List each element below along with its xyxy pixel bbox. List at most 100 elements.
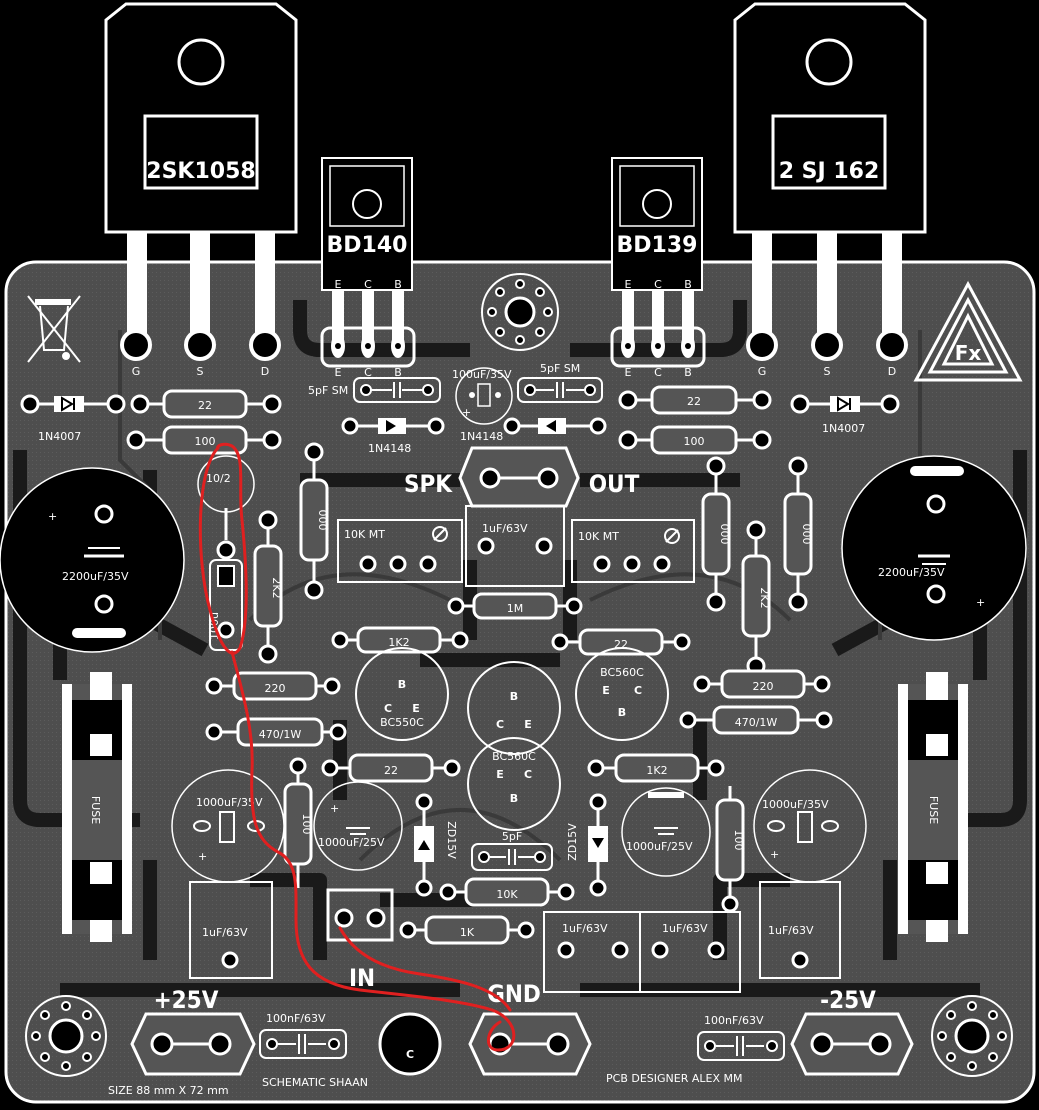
svg-text:100nF/63V: 100nF/63V bbox=[704, 1014, 764, 1027]
capacitor-1000uf-35v-right: 1000uF/35V + bbox=[753, 769, 867, 883]
resistor-220-left: 220 bbox=[205, 671, 341, 701]
svg-text:E: E bbox=[602, 684, 610, 697]
resistor-000-right-b: 000 bbox=[783, 456, 813, 612]
svg-text:10K: 10K bbox=[496, 888, 518, 901]
svg-text:C: C bbox=[406, 1048, 414, 1061]
svg-text:5pF SM: 5pF SM bbox=[540, 362, 580, 375]
resistor-100-left-vertical: 100 bbox=[283, 757, 313, 888]
in-label: IN bbox=[349, 964, 375, 992]
svg-text:100nF/63V: 100nF/63V bbox=[266, 1012, 326, 1025]
transistor-bc560c-top: B C E BC560C bbox=[467, 661, 561, 763]
svg-text:B: B bbox=[394, 366, 402, 379]
svg-text:1uF/63V: 1uF/63V bbox=[562, 922, 608, 935]
svg-text:+: + bbox=[198, 850, 207, 863]
svg-text:+: + bbox=[770, 848, 779, 861]
transistor-bc560c-right: BC560C E C B bbox=[575, 647, 669, 741]
diode-label: 1N4007 bbox=[38, 430, 81, 443]
svg-text:FUSE: FUSE bbox=[89, 796, 102, 824]
svg-text:Fx: Fx bbox=[955, 341, 982, 365]
svg-text:470/1W: 470/1W bbox=[259, 728, 302, 741]
svg-text:2200uF/35V: 2200uF/35V bbox=[878, 566, 945, 579]
svg-text:G: G bbox=[758, 365, 767, 378]
resistor-220-right: 220 bbox=[693, 669, 831, 699]
resistor-22-right: 22 bbox=[618, 385, 772, 415]
svg-text:000: 000 bbox=[316, 510, 329, 531]
resistor-1m: 1M bbox=[447, 592, 583, 620]
svg-text:1N4148: 1N4148 bbox=[460, 430, 503, 443]
svg-text:C: C bbox=[634, 684, 642, 697]
svg-text:S: S bbox=[824, 365, 831, 378]
capacitor-2200uf-left: + 2200uF/35V bbox=[0, 467, 185, 653]
svg-text:22: 22 bbox=[198, 399, 212, 412]
capacitor-1uf-right: 1uF/63V bbox=[759, 881, 841, 979]
minus25-label: -25V bbox=[820, 986, 876, 1014]
svg-text:E: E bbox=[524, 718, 532, 731]
resistor-1k: 1K bbox=[399, 915, 535, 945]
zener-15v-left: ZD15V bbox=[414, 793, 458, 897]
mounting-hole-top bbox=[481, 273, 559, 351]
svg-text:B: B bbox=[618, 706, 626, 719]
svg-text:+: + bbox=[330, 802, 339, 815]
svg-text:C: C bbox=[654, 278, 662, 291]
svg-text:100uF/35V: 100uF/35V bbox=[452, 368, 512, 381]
terminal-minus25v: -25V bbox=[790, 986, 914, 1076]
svg-text:ZD15V: ZD15V bbox=[445, 821, 458, 859]
svg-text:100: 100 bbox=[195, 435, 216, 448]
resistor-470-right: 470/1W bbox=[679, 705, 833, 735]
svg-text:E: E bbox=[625, 278, 632, 291]
red-annotation bbox=[198, 442, 516, 1052]
transistor-bc550c: B C E BC550C bbox=[355, 647, 449, 741]
resistor-000-left: 000 bbox=[299, 442, 329, 600]
svg-text:1uF/63V: 1uF/63V bbox=[482, 522, 528, 535]
svg-text:B: B bbox=[394, 278, 402, 291]
svg-text:000: 000 bbox=[800, 524, 813, 545]
terminal-gnd: GND bbox=[468, 980, 592, 1076]
svg-text:2K2: 2K2 bbox=[270, 577, 283, 598]
resistor-22-low: 22 bbox=[321, 753, 461, 783]
svg-text:BC560C: BC560C bbox=[600, 666, 644, 679]
out-label: OUT bbox=[589, 470, 640, 498]
svg-text:B: B bbox=[684, 278, 692, 291]
transistor-label: 2SK1058 bbox=[146, 159, 255, 184]
svg-text:10/2: 10/2 bbox=[206, 472, 231, 485]
svg-text:S: S bbox=[197, 365, 204, 378]
svg-text:C: C bbox=[364, 366, 372, 379]
diode-1n4148-left: 1N4148 bbox=[341, 417, 445, 455]
svg-text:100: 100 bbox=[300, 814, 313, 835]
transistor-bc560c-bottom: E C B bbox=[467, 737, 561, 831]
capacitor-5pf-mid: 5pF bbox=[471, 830, 553, 871]
resistor-470-left: 470/1W bbox=[205, 717, 347, 747]
svg-text:1000uF/35V: 1000uF/35V bbox=[196, 796, 263, 809]
resistor-1k2-right: 1K2 bbox=[587, 753, 725, 783]
transistor-label: BD140 bbox=[327, 233, 408, 258]
svg-text:2K2: 2K2 bbox=[758, 587, 771, 608]
fuse-right: FUSE bbox=[898, 672, 968, 942]
svg-text:C: C bbox=[364, 278, 372, 291]
transistor-2sj162: 2 SJ 162 bbox=[733, 2, 927, 342]
svg-text:1K2: 1K2 bbox=[388, 636, 409, 649]
svg-text:C: C bbox=[654, 366, 662, 379]
transistor-bd140: BD140 E C B bbox=[321, 157, 413, 348]
capacitor-5pf-left: 5pF SM bbox=[308, 377, 441, 403]
svg-text:B: B bbox=[510, 792, 518, 805]
input-connector: IN bbox=[326, 888, 394, 992]
copper-layer bbox=[4, 260, 1036, 1104]
svg-text:1uF/63V: 1uF/63V bbox=[768, 924, 814, 937]
resistor-10k: 10K bbox=[439, 877, 575, 907]
svg-text:C: C bbox=[384, 702, 392, 715]
capacitor-100nf-right: 100nF/63V bbox=[697, 1014, 785, 1061]
svg-text:220: 220 bbox=[265, 682, 286, 695]
diode-1n4007-right: 1N4007 bbox=[790, 394, 900, 435]
copyright-icon: C bbox=[378, 1012, 442, 1076]
capacitor-100uf: 100uF/35V + bbox=[452, 367, 513, 425]
svg-text:B: B bbox=[398, 678, 406, 691]
driver-pads: E C B E C B bbox=[320, 326, 706, 379]
svg-text:1uF/63V: 1uF/63V bbox=[202, 926, 248, 939]
svg-text:B: B bbox=[510, 690, 518, 703]
svg-text:470/1W: 470/1W bbox=[735, 716, 778, 729]
svg-text:BC550C: BC550C bbox=[380, 716, 424, 729]
speaker-output-terminal: SPK OUT bbox=[404, 446, 640, 508]
capacitor-100nf-left: 100nF/63V bbox=[259, 1012, 347, 1059]
svg-text:000: 000 bbox=[718, 524, 731, 545]
svg-text:10K MT: 10K MT bbox=[578, 530, 619, 543]
